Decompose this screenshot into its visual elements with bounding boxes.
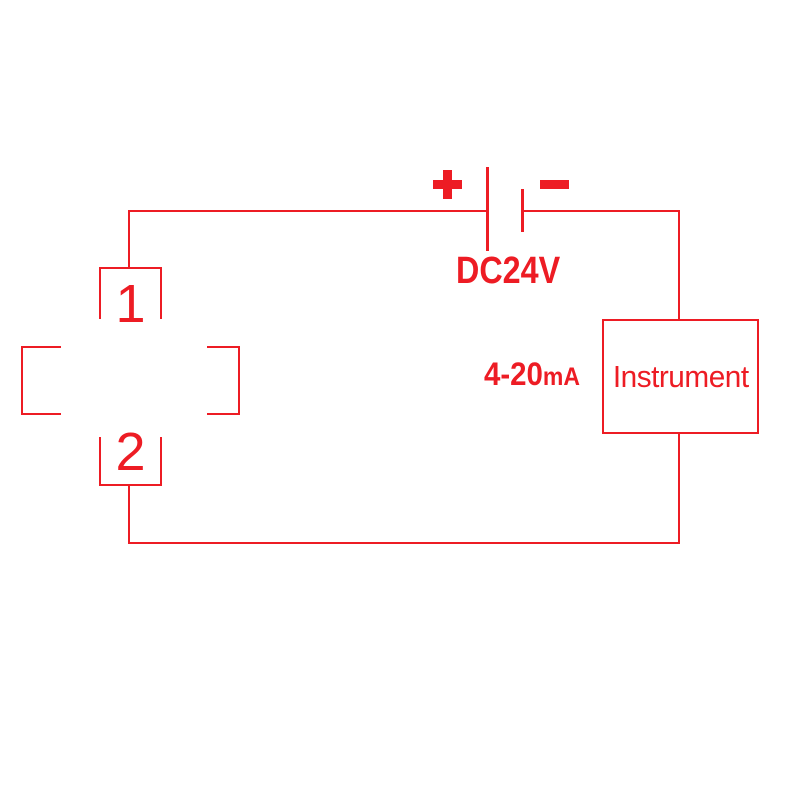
wire-left-upper (128, 210, 130, 269)
wire-top-right (522, 210, 680, 212)
wire-top-left (128, 210, 488, 212)
sensor-top-bracket (99, 267, 162, 319)
wire-right-upper (678, 210, 680, 320)
sensor-terminal-2-label: 2 (115, 422, 146, 482)
sensor-right-bracket (207, 346, 240, 415)
sensor-left-bracket (21, 346, 61, 415)
battery-voltage-label: DC24V (456, 250, 561, 292)
loop-current-value: 4-20 (484, 356, 543, 392)
wire-left-lower (128, 485, 130, 544)
battery-positive-plate-icon (486, 167, 489, 251)
battery-negative-plate-icon (521, 189, 524, 232)
sensor-terminal-1-label: 1 (115, 274, 146, 334)
loop-current-label: 4-20mA (442, 356, 580, 395)
loop-current-unit: mA (542, 363, 580, 391)
instrument-box: Instrument (602, 319, 759, 434)
wire-bottom (128, 542, 680, 544)
sensor-bottom-bracket (99, 437, 162, 486)
instrument-label: Instrument (612, 358, 749, 394)
wire-right-lower (678, 433, 680, 544)
